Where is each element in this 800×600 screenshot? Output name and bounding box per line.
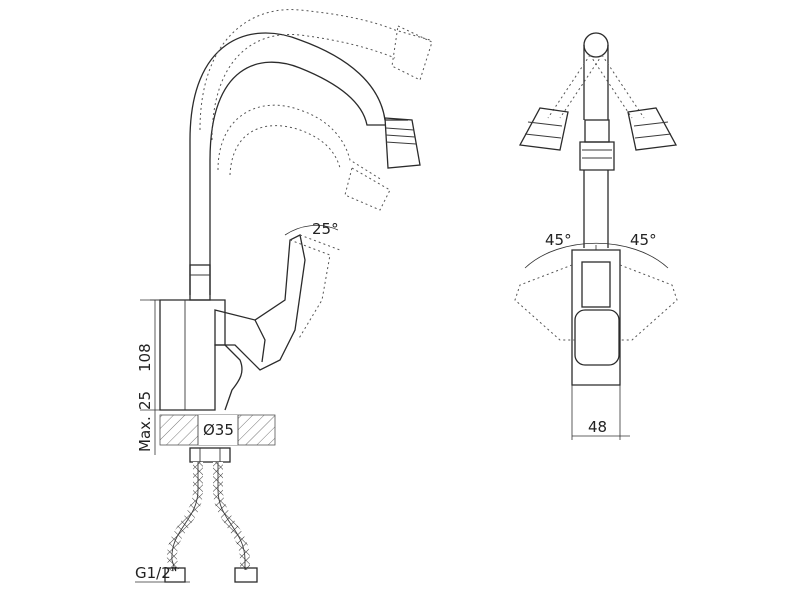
swivel-right-label: 45° — [630, 231, 657, 249]
height-25-label: 25 — [136, 391, 154, 410]
hose-left — [166, 462, 203, 572]
handle — [214, 234, 306, 371]
side-view: 25° Ø35 108 25 Max. G1/2" — [135, 9, 433, 583]
front-handle — [574, 309, 620, 366]
thread-label: G1/2" — [135, 564, 178, 582]
hose-right — [213, 462, 250, 570]
handle-angle-label: 25° — [312, 220, 339, 238]
spout-solid — [189, 32, 408, 295]
front-view: 45° 45° 48 — [514, 32, 678, 440]
width-48-label: 48 — [588, 418, 607, 436]
height-108-label: 108 — [136, 343, 154, 372]
base-diameter-label: Ø35 — [203, 421, 234, 439]
max-label: Max. — [136, 416, 154, 452]
swivel-left-label: 45° — [545, 231, 572, 249]
spout-rotated-dotted — [199, 9, 431, 131]
